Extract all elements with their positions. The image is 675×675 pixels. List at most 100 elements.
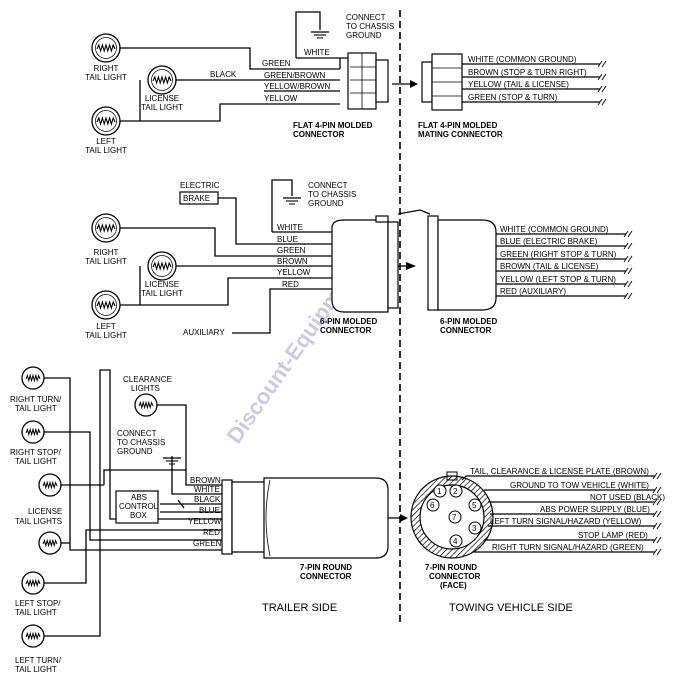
license-lights-label-1: LICENSE (28, 507, 62, 516)
s6-connector-label-2: CONNECTOR (320, 326, 372, 335)
left-tail-light-label-2: TAIL LIGHT (85, 146, 127, 155)
s6-brake-label-1: ELECTRIC (180, 181, 220, 190)
s6-mating-label-2: CONNECTOR (440, 326, 492, 335)
s6-right-tail-light-icon (91, 213, 121, 243)
trailer-side-label: TRAILER SIDE (262, 602, 337, 614)
abs-label-2: CONTROL (119, 502, 159, 511)
s6-wire-green: GREEN (277, 246, 306, 255)
s7-face-label-3: (FACE) (440, 581, 467, 590)
s4-ground-label-3: GROUND (346, 31, 382, 40)
pin-label-3: 3 (472, 524, 477, 533)
license-tail-lights-icon-2 (38, 531, 62, 555)
s4-vehicle-wire-2: BROWN (STOP & TURN RIGHT) (468, 68, 587, 77)
s4-yellow-label: YELLOW (264, 94, 298, 103)
s7-face-label-1: 7-PIN ROUND (425, 563, 477, 572)
pin-label-2: 2 (453, 487, 458, 496)
right-stop-label-2: TAIL LIGHT (15, 457, 57, 466)
clearance-label-1: CLEARANCE (123, 375, 172, 384)
s6-brake-label-2: BRAKE (183, 194, 210, 203)
s7-connector-label-2: CONNECTOR (300, 572, 352, 581)
right-stop-label-1: RIGHT STOP/ (10, 448, 62, 457)
s7-vehicle-wire-7: RIGHT TURN SIGNAL/HAZARD (GREEN) (492, 543, 644, 552)
license-tail-lights-icon-1 (38, 473, 62, 497)
s4-yellow-brown-label: YELLOW/BROWN (264, 82, 330, 91)
s6-wire-red: RED (282, 280, 299, 289)
s4-white-label: WHITE (304, 48, 330, 57)
license-tail-light-label-2: TAIL LIGHT (141, 103, 183, 112)
s6-left-tail-label-2: TAIL LIGHT (85, 331, 127, 340)
s7-face-label-2: CONNECTOR (429, 572, 481, 581)
flat-4-pin-mating-connector (421, 53, 463, 111)
license-lights-label-2: TAIL LIGHTS (15, 517, 62, 526)
pin-label-6: 6 (430, 501, 435, 510)
s6-wire-blue: BLUE (277, 235, 298, 244)
right-turn-label-2: TAIL LIGHT (15, 404, 57, 413)
s6-mating-label-1: 6-PIN MOLDED (440, 317, 498, 326)
s4-mating-label-2: MATING CONNECTOR (418, 130, 503, 139)
s7-connector-label-1: 7-PIN ROUND (300, 563, 352, 572)
s6-left-tail-label-1: LEFT (96, 322, 116, 331)
left-tail-light-icon (91, 106, 121, 136)
s7-vehicle-wire-4: ABS POWER SUPPLY (BLUE) (540, 505, 650, 514)
s6-license-label-2: TAIL LIGHT (141, 289, 183, 298)
left-turn-label-1: LEFT TURN/ (15, 656, 62, 665)
left-turn-tail-light-icon (21, 624, 45, 648)
right-turn-tail-light-icon (21, 366, 45, 390)
abs-label-3: BOX (130, 511, 148, 520)
clearance-label-2: LIGHTS (131, 384, 160, 393)
s4-connector-label-2: CONNECTOR (293, 130, 345, 139)
pin-label-1: 1 (437, 487, 442, 496)
s6-license-tail-light-icon (147, 251, 177, 281)
s4-ground-label-2: TO CHASSIS (346, 22, 394, 31)
s4-green-brown-label: GREEN/BROWN (264, 71, 326, 80)
s7-wire-blue: BLUE (199, 506, 220, 515)
s7-vehicle-wire-1: TAIL, CLEARANCE & LICENSE PLATE (BROWN) (470, 467, 649, 476)
left-stop-tail-light-icon (21, 571, 45, 595)
s4-vehicle-wire-3: YELLOW (TAIL & LICENSE) (468, 80, 569, 89)
s7-ground-label-3: GROUND (117, 447, 153, 456)
s7-vehicle-wire-5: LEFT TURN SIGNAL/HAZARD (YELLOW) (490, 517, 642, 526)
s6-vehicle-wire-1: WHITE (COMMON GROUND) (500, 225, 609, 234)
s6-right-tail-label-2: TAIL LIGHT (85, 257, 127, 266)
left-turn-label-2: TAIL LIGHT (15, 665, 57, 674)
s6-wire-white: WHITE (277, 223, 303, 232)
s7-vehicle-wire-2: GROUND TO TOW VEHICLE (WHITE) (510, 481, 649, 490)
right-turn-label-1: RIGHT TURN/ (10, 395, 62, 404)
s7-wire-yellow: YELLOW (188, 517, 222, 526)
six-pin-connector (331, 215, 399, 313)
pin-label-4: 4 (453, 537, 458, 546)
s7-ground-label-2: TO CHASSIS (117, 438, 165, 447)
s7-vehicle-wire-6: STOP LAMP (RED) (578, 531, 648, 540)
s6-right-tail-label-1: RIGHT (94, 248, 119, 257)
s4-connector-label-1: FLAT 4-PIN MOLDED (293, 121, 373, 130)
right-stop-tail-light-icon (21, 420, 45, 444)
s7-wire-red: RED (203, 528, 220, 537)
s6-ground-label-1: CONNECT (308, 181, 348, 190)
s4-vehicle-wire-1: WHITE (COMMON GROUND) (468, 55, 577, 64)
pin-label-7: 7 (452, 513, 457, 522)
s7-wire-white: WHITE (194, 485, 220, 494)
right-tail-light-icon (91, 33, 121, 63)
s7-wire-black: BLACK (194, 495, 221, 504)
s6-auxiliary-label: AUXILIARY (183, 328, 225, 337)
s6-license-label-1: LICENSE (145, 280, 179, 289)
s4-black-label: BLACK (210, 70, 237, 79)
six-pin-mating-connector (397, 209, 497, 311)
s4-green-label: GREEN (262, 59, 291, 68)
s6-wire-yellow: YELLOW (277, 268, 311, 277)
s6-ground-label-2: TO CHASSIS (308, 190, 356, 199)
seven-pin-section: RIGHT TURN/ TAIL LIGHT RIGHT STOP/ TAIL … (10, 366, 665, 674)
s6-ground-label-3: GROUND (308, 199, 344, 208)
s7-vehicle-wire-3: NOT USED (BLACK) (590, 493, 665, 502)
s6-vehicle-wire-4: BROWN (TAIL & LICENSE) (500, 262, 599, 271)
right-tail-light-label-2: TAIL LIGHT (85, 73, 127, 82)
s7-wire-brown: BROWN (190, 476, 221, 485)
s6-vehicle-wire-5: YELLOW (LEFT STOP & TURN) (500, 275, 616, 284)
s7-ground-label-1: CONNECT (117, 429, 157, 438)
s6-connector-label-1: 6-PIN MOLDED (320, 317, 378, 326)
s6-left-tail-light-icon (91, 290, 121, 320)
six-pin-section: RIGHT TAIL LIGHT LICENSE TAIL LIGHT LEFT… (85, 179, 633, 340)
seven-pin-round-connector (221, 477, 389, 559)
s6-vehicle-wire-6: RED (AUXILIARY) (500, 287, 566, 296)
